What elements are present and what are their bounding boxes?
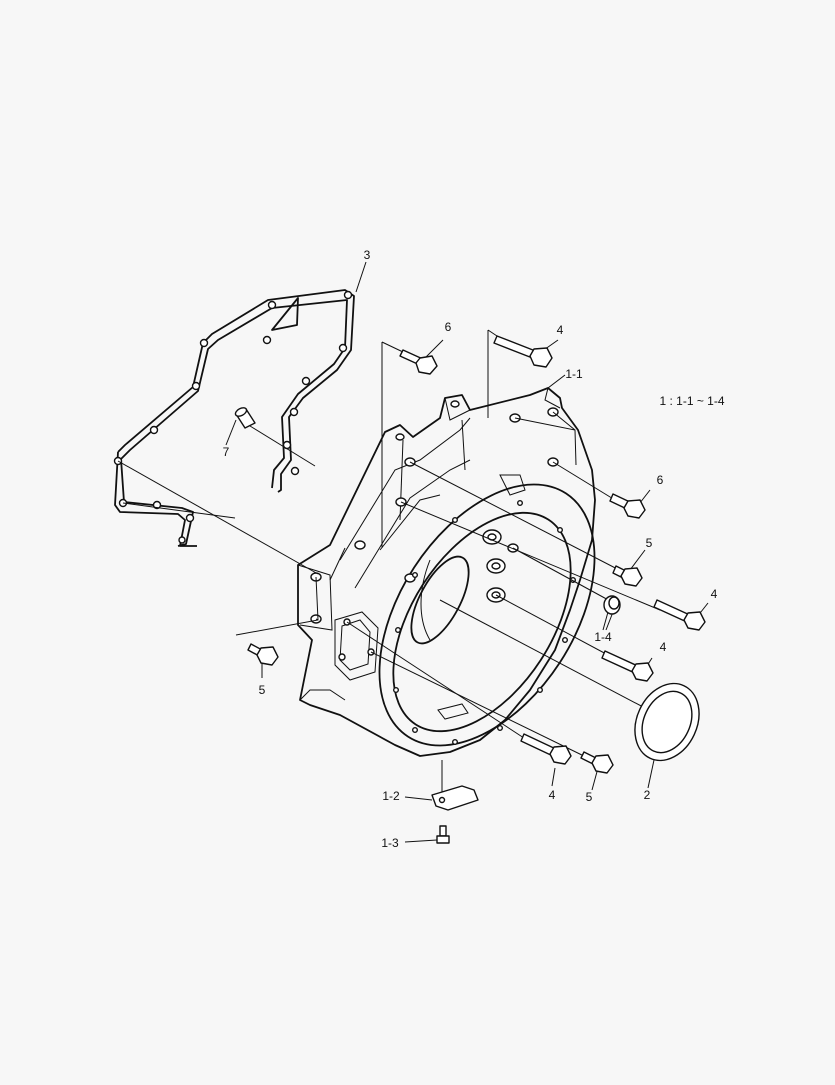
bolt-6-top [399, 349, 438, 375]
dowel-pin-7 [234, 407, 256, 429]
bolt-5-bottom [580, 751, 614, 774]
bolt-4-top [493, 335, 553, 368]
callout-5-left: 5 [259, 683, 266, 697]
bolt-4-mid [601, 650, 654, 682]
bolt-5-left [247, 643, 279, 666]
callout-4-top: 4 [557, 323, 564, 337]
callout-1-1: 1-1 [565, 367, 583, 381]
callout-1-2: 1-2 [382, 789, 400, 803]
callout-3: 3 [364, 248, 371, 262]
leader-lines [117, 261, 709, 843]
plug-1-4 [603, 595, 621, 615]
gasket-3 [113, 289, 355, 547]
flywheel-housing-1-1 [297, 387, 596, 757]
callout-6-right: 6 [657, 473, 664, 487]
callout-5-bottom: 5 [586, 790, 593, 804]
callout-6-top: 6 [445, 320, 452, 334]
seal-ring-2 [634, 682, 700, 762]
callout-4-right: 4 [711, 587, 718, 601]
callout-5-right: 5 [646, 536, 653, 550]
callout-4-mid: 4 [660, 640, 667, 654]
bolt-5-right [612, 565, 643, 587]
legend-text: 1 : 1-1 ~ 1-4 [659, 394, 724, 408]
callout-2: 2 [644, 788, 651, 802]
bolt-6-right [609, 493, 646, 519]
callout-1-3: 1-3 [381, 836, 399, 850]
bolt-4-bottom [520, 733, 572, 765]
bolt-4-right [653, 599, 706, 631]
cover-plate-1-2 [431, 785, 479, 811]
callout-labels: 3 7 6 4 1-1 1 : 1-1 ~ 1-4 6 5 4 1-4 4 5 … [223, 248, 725, 850]
callout-4-bottom: 4 [549, 788, 556, 802]
screw-1-3 [436, 825, 450, 844]
callout-1-4: 1-4 [594, 630, 612, 644]
callout-7: 7 [223, 445, 230, 459]
